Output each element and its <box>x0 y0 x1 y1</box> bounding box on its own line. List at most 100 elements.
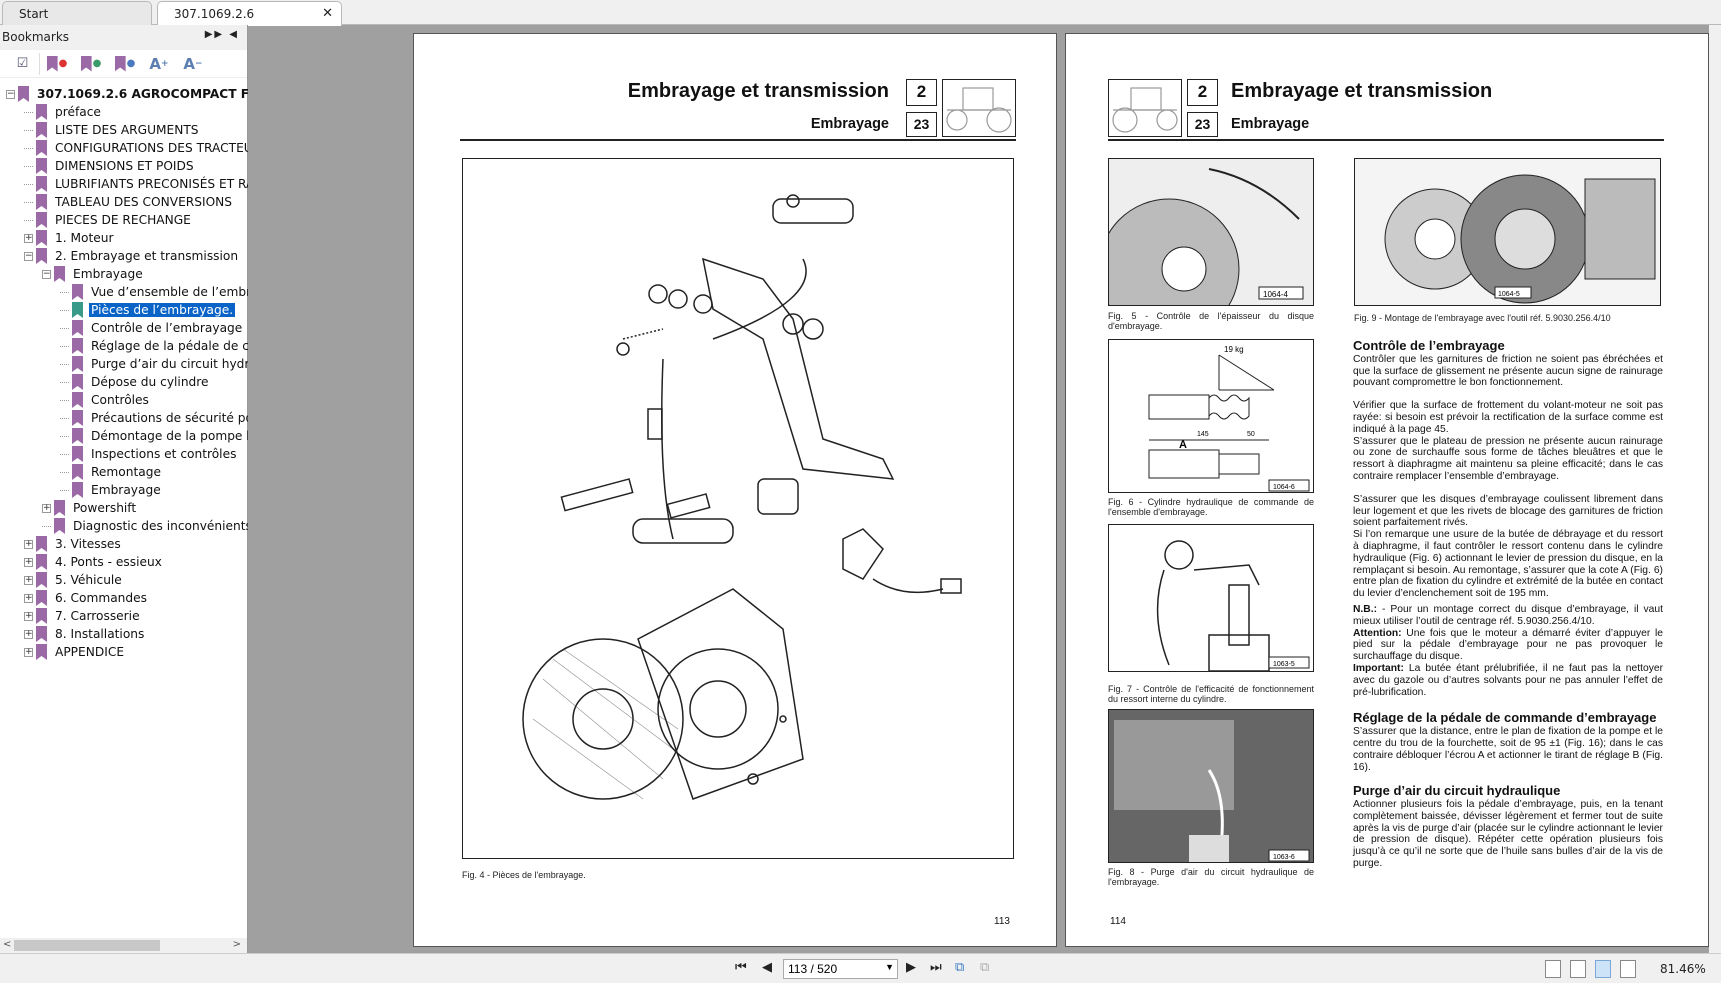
bookmark-item[interactable]: +6. Commandes <box>24 589 149 607</box>
last-page-button[interactable]: ⏭ <box>930 960 942 975</box>
collapse-icon[interactable]: − <box>24 250 33 261</box>
collapse-icon[interactable]: − <box>6 88 15 99</box>
bookmark-item[interactable]: Embrayage <box>60 481 163 499</box>
bookmark-item[interactable]: +5. Véhicule <box>24 571 124 589</box>
collapse-panel-icon[interactable]: ◀ <box>229 29 239 40</box>
bookmark-item[interactable]: Diagnostic des inconvénients <box>42 517 248 535</box>
bookmark-item[interactable]: TABLEAU DES CONVERSIONS <box>24 193 234 211</box>
zoom-level[interactable]: 81.46% <box>1660 962 1706 976</box>
continuous-facing-view-icon[interactable] <box>1620 960 1636 978</box>
bookmark-icon <box>36 104 47 120</box>
increase-font-icon[interactable]: A+ <box>149 54 169 73</box>
bookmark-item[interactable]: +4. Ponts - essieux <box>24 553 164 571</box>
figure-8-caption: Fig. 8 - Purge d'air du circuit hydrauli… <box>1108 867 1314 887</box>
continuous-view-icon[interactable] <box>1570 960 1586 978</box>
bookmark-icon <box>72 446 83 462</box>
bookmark-item[interactable]: Contrôles <box>60 391 151 409</box>
bookmark-item[interactable]: Démontage de la pompe hydraulique <box>60 427 248 445</box>
bookmark-label: LUBRIFIANTS PRECONISÉS ET RAVITAILLEMENT… <box>55 177 248 191</box>
bookmark-item[interactable]: PIECES DE RECHANGE <box>24 211 193 229</box>
bookmark-item[interactable]: +Powershift <box>42 499 138 517</box>
figure-code: 1063-6 <box>1273 854 1295 861</box>
header-rule <box>1108 139 1664 141</box>
section-title: Embrayage <box>1231 116 1310 132</box>
previous-view-icon[interactable]: ⧉ <box>955 960 965 975</box>
tree-connector <box>24 147 33 149</box>
bookmark-label: Pièces de l’embrayage. <box>89 303 236 317</box>
vertical-scrollbar[interactable] <box>1709 25 1721 953</box>
decrease-font-icon[interactable]: A− <box>183 54 203 73</box>
bookmark-icon <box>72 374 83 390</box>
expand-icon[interactable]: + <box>24 646 33 657</box>
add-bookmark-icon[interactable]: ● <box>74 53 108 75</box>
bookmark-item[interactable]: +1. Moteur <box>24 229 116 247</box>
tree-connector <box>60 453 69 455</box>
bookmark-item[interactable]: Remontage <box>60 463 163 481</box>
bookmark-label: LISTE DES ARGUMENTS <box>55 123 199 137</box>
bookmark-icon <box>54 500 65 516</box>
bookmark-item[interactable]: + APPENDICE <box>24 643 126 661</box>
next-page-button[interactable]: ▶ <box>906 960 916 975</box>
bookmark-item[interactable]: − Embrayage <box>42 265 145 283</box>
bookmark-item[interactable]: préface <box>24 103 103 121</box>
bookmark-icon <box>72 410 83 426</box>
close-tab-icon[interactable]: ✕ <box>322 6 333 21</box>
bookmark-item[interactable]: CONFIGURATIONS DES TRACTEURS <box>24 139 248 157</box>
figure-4-clutch-parts <box>462 158 1014 859</box>
bookmark-icon <box>36 140 47 156</box>
bookmark-item[interactable]: Inspections et contrôles <box>60 445 238 463</box>
bookmark-item[interactable]: −307.1069.2.6 AGROCOMPACT F60 <box>6 85 248 103</box>
expand-icon[interactable]: + <box>42 502 51 513</box>
bookmark-item[interactable]: +8. Installations <box>24 625 146 643</box>
expand-icon[interactable]: + <box>24 556 33 567</box>
expand-icon[interactable]: + <box>24 610 33 621</box>
expand-icon[interactable]: + <box>24 538 33 549</box>
tab-document[interactable]: 307.1069.2.6✕ <box>157 1 342 26</box>
status-bar: ⏮ ◀ 113 / 520▼ ▶ ⏭ ⧉ ⧉ 81.46% <box>0 953 1721 983</box>
bookmark-item[interactable]: +7. Carrosserie <box>24 607 142 625</box>
bookmark-item[interactable]: Purge d’air du circuit hydraulique <box>60 355 248 373</box>
bookmark-options-icon[interactable]: ☑ <box>6 52 40 75</box>
body-text: Contrôle de l’embrayage Contrôler que le… <box>1353 339 1663 870</box>
bookmark-item[interactable]: LISTE DES ARGUMENTS <box>24 121 201 139</box>
bookmark-icon <box>36 626 47 642</box>
next-view-icon[interactable]: ⧉ <box>980 960 990 975</box>
bookmark-icon <box>72 284 83 300</box>
expand-panel-icon[interactable]: ▶▶ <box>204 29 225 40</box>
bookmark-label: Diagnostic des inconvénients <box>73 519 248 533</box>
bookmark-label: Contrôles <box>91 393 149 407</box>
bookmark-item[interactable]: LUBRIFIANTS PRECONISÉS ET RAVITAILLEMENT… <box>24 175 248 193</box>
bookmark-icon <box>54 518 65 534</box>
bookmark-item[interactable]: −2. Embrayage et transmission <box>24 247 240 265</box>
bookmark-item[interactable]: Pièces de l’embrayage. <box>60 301 236 319</box>
bookmark-item[interactable]: +3. Vitesses <box>24 535 123 553</box>
expand-icon[interactable]: + <box>24 592 33 603</box>
expand-icon[interactable]: + <box>24 628 33 639</box>
bookmark-item[interactable]: Précautions de sécurité pour <box>60 409 248 427</box>
single-page-view-icon[interactable] <box>1545 960 1561 978</box>
page-number-input[interactable]: 113 / 520▼ <box>783 959 898 979</box>
bookmark-item[interactable]: DIMENSIONS ET POIDS <box>24 157 196 175</box>
goto-bookmark-icon[interactable]: ● <box>108 53 142 75</box>
previous-page-button[interactable]: ◀ <box>762 960 772 975</box>
bookmark-label: APPENDICE <box>55 645 125 659</box>
bookmark-item[interactable]: Vue d’ensemble de l’embrayage <box>60 283 248 301</box>
first-page-button[interactable]: ⏮ <box>735 960 747 975</box>
tab-bar: Start 307.1069.2.6✕ <box>0 0 1721 26</box>
expand-icon[interactable]: + <box>24 574 33 585</box>
expand-icon[interactable]: + <box>24 232 33 243</box>
facing-view-icon[interactable] <box>1595 960 1611 978</box>
figure-8: 1063-6 <box>1108 709 1314 863</box>
bookmark-item[interactable]: Contrôle de l’embrayage <box>60 319 244 337</box>
bookmark-label: Embrayage <box>73 267 143 281</box>
tree-connector <box>60 381 69 383</box>
tab-start[interactable]: Start <box>2 1 152 25</box>
bookmark-item[interactable]: Réglage de la pédale de commande <box>60 337 248 355</box>
chevron-down-icon[interactable]: ▼ <box>885 962 894 972</box>
figure-9: 1064-5 <box>1354 158 1661 306</box>
bookmark-item[interactable]: Dépose du cylindre <box>60 373 211 391</box>
bookmark-icon <box>36 176 47 192</box>
collapse-icon[interactable]: − <box>42 268 51 279</box>
horizontal-scrollbar[interactable]: <> <box>0 938 247 953</box>
delete-bookmark-icon[interactable]: ● <box>40 53 74 75</box>
